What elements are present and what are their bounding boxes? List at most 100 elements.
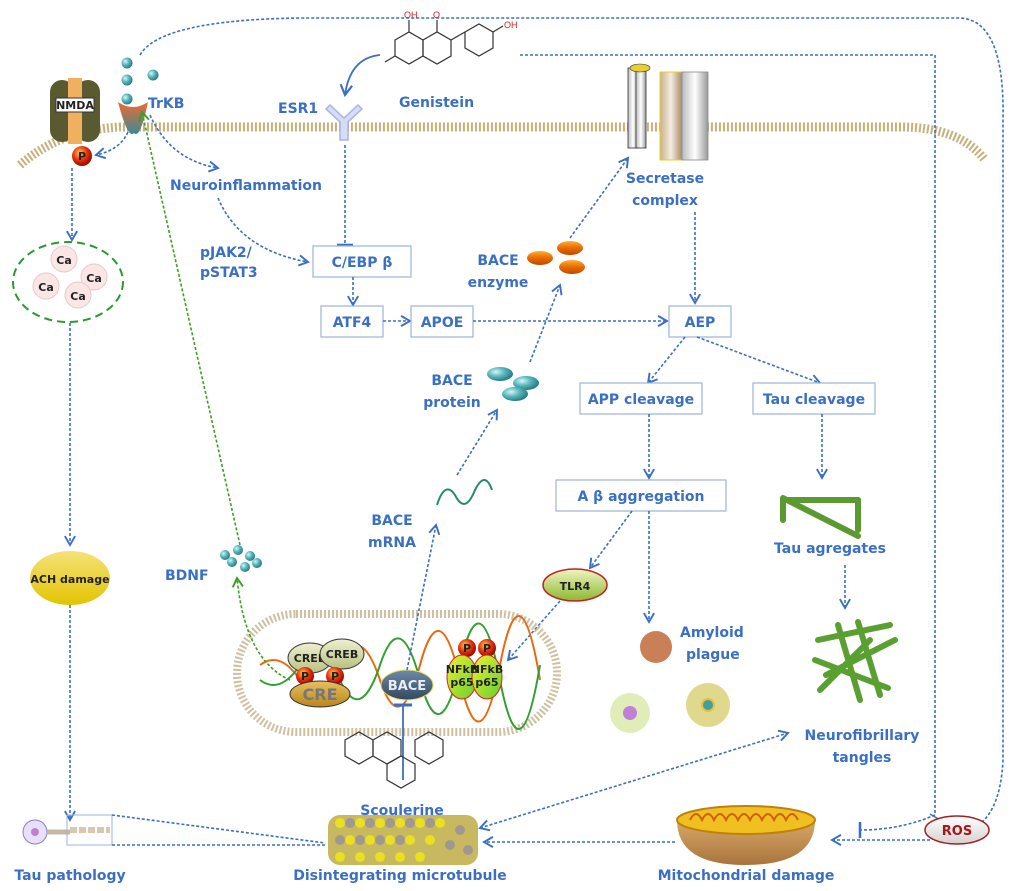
apoe-label: APOE <box>421 315 464 331</box>
amyloid-label-1: Amyloid <box>680 625 744 641</box>
arrow-trkb-ros <box>139 17 1004 834</box>
cebp-label: C/EBP β <box>332 255 393 271</box>
bace-protein-icon <box>487 367 539 401</box>
app-cleavage-box <box>579 382 703 415</box>
bdnf-label: BDNF <box>165 568 209 584</box>
secretase-label-2: complex <box>632 193 698 209</box>
arrow-abeta-tlr4 <box>588 510 633 570</box>
svg-text:Ca: Ca <box>38 281 54 294</box>
ca-vesicle <box>12 241 124 323</box>
abeta-label: A β aggregation <box>577 489 704 505</box>
genistein-structure <box>384 20 504 65</box>
arrow-trkb-nmda <box>94 131 129 160</box>
genistein-label: Genistein <box>399 95 474 111</box>
bace-enzyme-label-1: BACE <box>477 253 518 269</box>
nmda-label: NMDA <box>56 99 94 112</box>
bace-mrna-label-1: BACE <box>371 513 412 529</box>
pjak2-label: pJAK2/ <box>200 245 253 261</box>
mitochondria-icon <box>676 805 816 865</box>
pstat3-label: pSTAT3 <box>200 265 258 281</box>
ros-node <box>924 815 990 845</box>
arrow-mito-inhibit <box>858 814 936 839</box>
svg-text:NFkB: NFkB <box>471 663 503 676</box>
svg-text:Ca: Ca <box>56 254 72 267</box>
arrow-genistein-esr1 <box>339 54 381 98</box>
nfkb-complex: P P NFkB p65 NFkB p65 <box>446 639 503 700</box>
bace-protein-label-1: BACE <box>431 373 472 389</box>
neuroinflammation-label: Neuroinflammation <box>170 178 322 194</box>
trkb-receptor: TrKB <box>118 57 184 135</box>
svg-text:Ca: Ca <box>86 272 102 285</box>
bace-protein-label-2: protein <box>423 395 481 411</box>
svg-text:P: P <box>331 670 339 683</box>
scoulerine-structure <box>344 731 444 789</box>
abeta-box <box>555 479 727 512</box>
arrow-genistein-mito <box>520 54 936 815</box>
bace-enzyme-icon <box>527 241 585 274</box>
amyloid-label-2: plague <box>686 647 740 663</box>
svg-text:BACE: BACE <box>388 679 426 694</box>
cebp-box <box>312 245 412 278</box>
aep-box <box>668 305 732 338</box>
nucleus-membrane <box>233 610 561 736</box>
svg-text:NFkB: NFkB <box>446 663 478 676</box>
ach-damage-node <box>30 551 110 605</box>
microtubule-icon <box>328 815 478 865</box>
neuron-icon-2 <box>686 683 730 727</box>
bace-mrna-label-2: mRNA <box>368 535 416 551</box>
arrow-creb-bdnf <box>231 576 291 681</box>
arrow-protein-enzyme <box>529 283 563 363</box>
trkb-label: TrKB <box>148 96 184 112</box>
aep-label: AEP <box>685 315 716 331</box>
tau-cleavage-box <box>752 382 876 415</box>
ros-label: ROS <box>942 824 972 839</box>
tau-cleavage-label: Tau cleavage <box>763 392 865 408</box>
svg-text:CRE: CRE <box>303 685 338 704</box>
apoe-box <box>410 305 474 338</box>
tangles-label-1: Neurofibrillary <box>805 728 920 744</box>
arrow-bace-secretase <box>569 156 630 239</box>
svg-text:p65: p65 <box>475 676 498 689</box>
esr1-label: ESR1 <box>278 101 318 117</box>
nmda-receptor: NMDA P <box>50 78 100 166</box>
tau-aggregates-icon <box>780 495 861 539</box>
svg-text:Ca: Ca <box>70 290 86 303</box>
arrow-tlr4-nfkb <box>506 600 561 662</box>
neuron-icon-1 <box>610 693 650 733</box>
arrow-trkb-neuroinflammation <box>149 114 220 173</box>
neuron-tau-icon <box>22 814 113 846</box>
arrow-neuroinflammation-cebp <box>217 197 310 267</box>
arrow-mrna-protein <box>456 408 499 476</box>
svg-text:P: P <box>463 642 471 655</box>
svg-text:P: P <box>483 642 491 655</box>
app-cleavage-label: APP cleavage <box>588 392 694 408</box>
svg-text:CREB: CREB <box>294 652 326 665</box>
microtubule-label: Disintegrating microtubule <box>293 868 507 884</box>
cell-membrane <box>17 122 989 169</box>
secretase-label-1: Secretase <box>626 171 704 187</box>
arrow-microtubule-tangles <box>478 729 790 832</box>
svg-text:CREB: CREB <box>326 648 358 661</box>
bace-gene: BACE <box>380 669 434 701</box>
tau-pathology-label: Tau pathology <box>14 868 125 884</box>
genistein-oh-2: OH <box>504 20 518 30</box>
ca-ions: Ca Ca Ca Ca <box>32 245 108 309</box>
arrow-bdnf-trkb <box>138 110 241 546</box>
genistein-o: O <box>433 10 440 20</box>
svg-text:P: P <box>301 670 309 683</box>
tangles-label-2: tangles <box>833 750 892 766</box>
secretase-complex <box>627 63 709 161</box>
tangles-icon <box>812 619 898 703</box>
link-tau-microtubule-1 <box>111 814 326 844</box>
svg-text:p65: p65 <box>450 676 473 689</box>
tau-aggregates-label: Tau agregates <box>774 541 886 557</box>
amyloid-plaque-icon <box>640 631 672 663</box>
mrna-icon <box>436 479 493 506</box>
tlr4-node <box>542 568 608 602</box>
bdnf-icon <box>220 545 262 572</box>
atf4-label: ATF4 <box>333 315 372 331</box>
ach-damage-label: ACH damage <box>30 573 109 586</box>
bace-enzyme-label-2: enzyme <box>468 275 529 291</box>
tlr4-label: TLR4 <box>560 580 591 593</box>
